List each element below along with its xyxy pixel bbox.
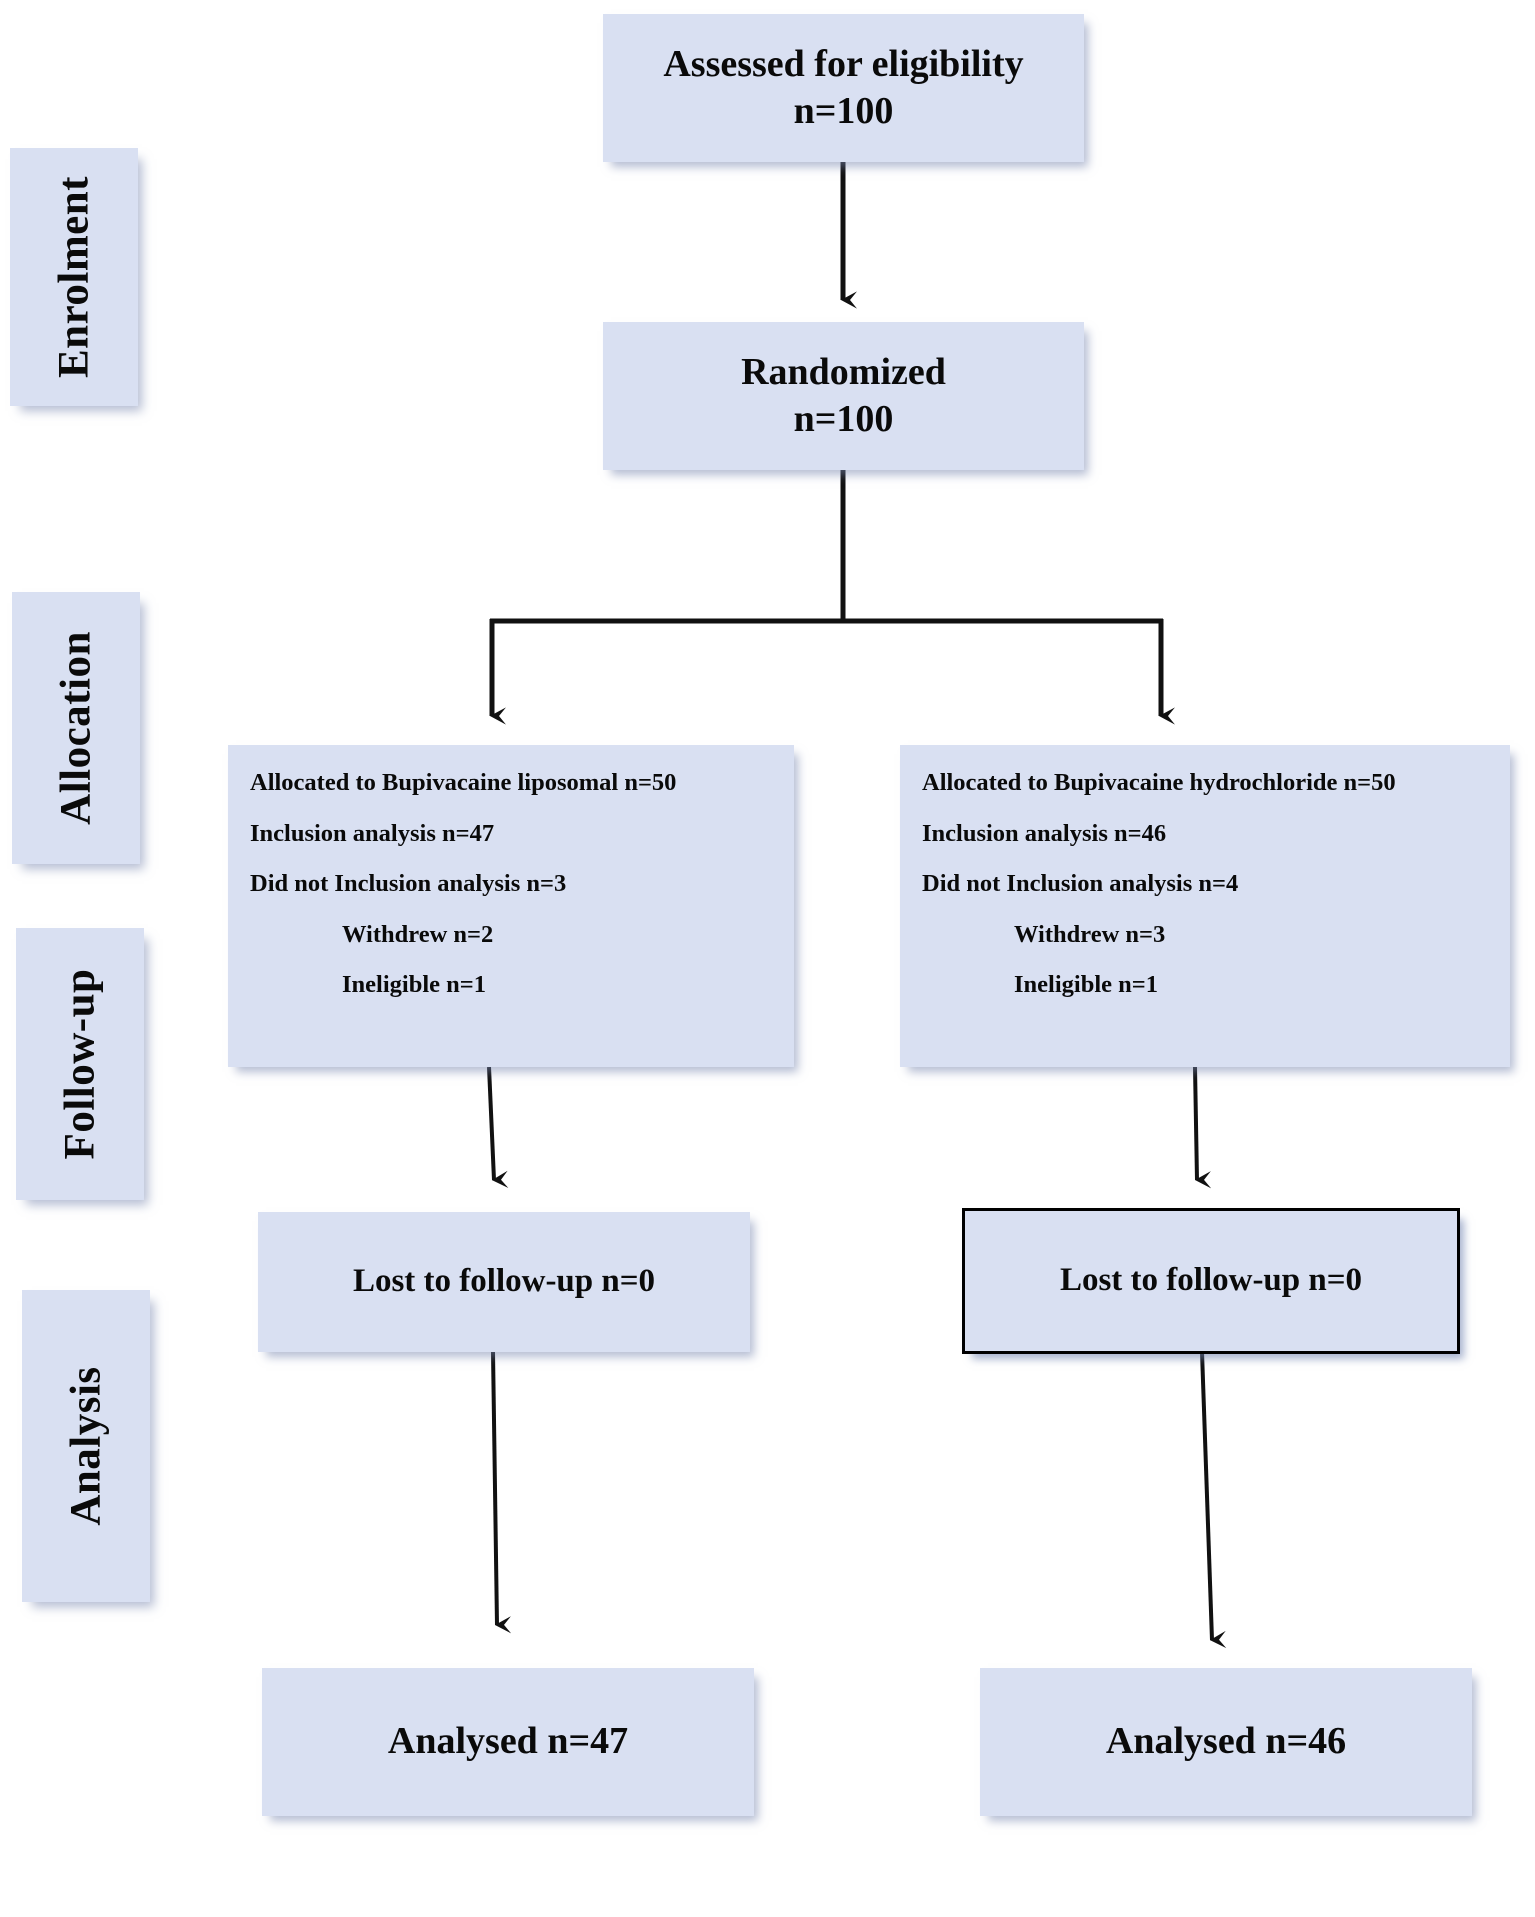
node-allocation-right: Allocated to Bupivacaine hydrochloride n… bbox=[900, 745, 1510, 1067]
randomized-title: Randomized bbox=[741, 350, 946, 393]
stage-label-followup: Follow-up bbox=[16, 928, 144, 1200]
eligibility-count: n=100 bbox=[793, 90, 894, 132]
connector-randomized-split bbox=[489, 470, 1175, 725]
stage-label-allocation-text: Allocation bbox=[52, 631, 100, 825]
followup-left-text: Lost to follow-up n=0 bbox=[352, 1263, 656, 1300]
stage-label-allocation: Allocation bbox=[12, 592, 140, 864]
allocation-left-not-included: Did not Inclusion analysis n=3 bbox=[250, 870, 567, 897]
node-randomized: Randomized n=100 bbox=[603, 322, 1084, 470]
arrow-allocation-left-to-followup-left bbox=[487, 1066, 509, 1188]
allocation-right-withdrew: Withdrew n=3 bbox=[1014, 920, 1166, 948]
allocation-left-ineligible: Ineligible n=1 bbox=[342, 971, 486, 998]
node-followup-left: Lost to follow-up n=0 bbox=[258, 1212, 750, 1352]
node-analysis-left: Analysed n=47 bbox=[262, 1668, 754, 1816]
node-allocation-left: Allocated to Bupivacaine liposomal n=50 … bbox=[228, 745, 794, 1067]
stage-label-enrolment: Enrolment bbox=[10, 148, 138, 406]
followup-right-text: Lost to follow-up n=0 bbox=[1059, 1262, 1363, 1299]
allocation-left-withdrew: Withdrew n=2 bbox=[342, 920, 494, 948]
stage-label-followup-text: Follow-up bbox=[56, 968, 104, 1160]
stage-label-analysis: Analysis bbox=[22, 1290, 150, 1602]
arrow-allocation-right-to-followup-right bbox=[1193, 1066, 1212, 1189]
node-assessed-for-eligibility: Assessed for eligibility n=100 bbox=[603, 14, 1084, 162]
arrow-followup-right-to-analysis-right bbox=[1200, 1351, 1227, 1649]
randomized-count: n=100 bbox=[793, 398, 894, 440]
arrow-followup-left-to-analysis-left bbox=[491, 1351, 512, 1634]
allocation-right-allocated: Allocated to Bupivacaine hydrochloride n… bbox=[922, 769, 1396, 796]
eligibility-title: Assessed for eligibility bbox=[663, 42, 1024, 85]
analysis-left-text: Analysed n=47 bbox=[387, 1720, 629, 1763]
stage-label-analysis-text: Analysis bbox=[62, 1366, 110, 1526]
node-analysis-right: Analysed n=46 bbox=[980, 1668, 1472, 1816]
allocation-left-included: Inclusion analysis n=47 bbox=[250, 819, 495, 847]
analysis-right-text: Analysed n=46 bbox=[1105, 1720, 1347, 1763]
node-followup-right: Lost to follow-up n=0 bbox=[962, 1208, 1460, 1354]
allocation-left-allocated: Allocated to Bupivacaine liposomal n=50 bbox=[250, 769, 677, 796]
allocation-right-ineligible: Ineligible n=1 bbox=[1014, 971, 1158, 998]
stage-label-enrolment-text: Enrolment bbox=[50, 176, 98, 378]
allocation-right-not-included: Did not Inclusion analysis n=4 bbox=[922, 870, 1239, 897]
allocation-right-included: Inclusion analysis n=46 bbox=[922, 819, 1167, 847]
